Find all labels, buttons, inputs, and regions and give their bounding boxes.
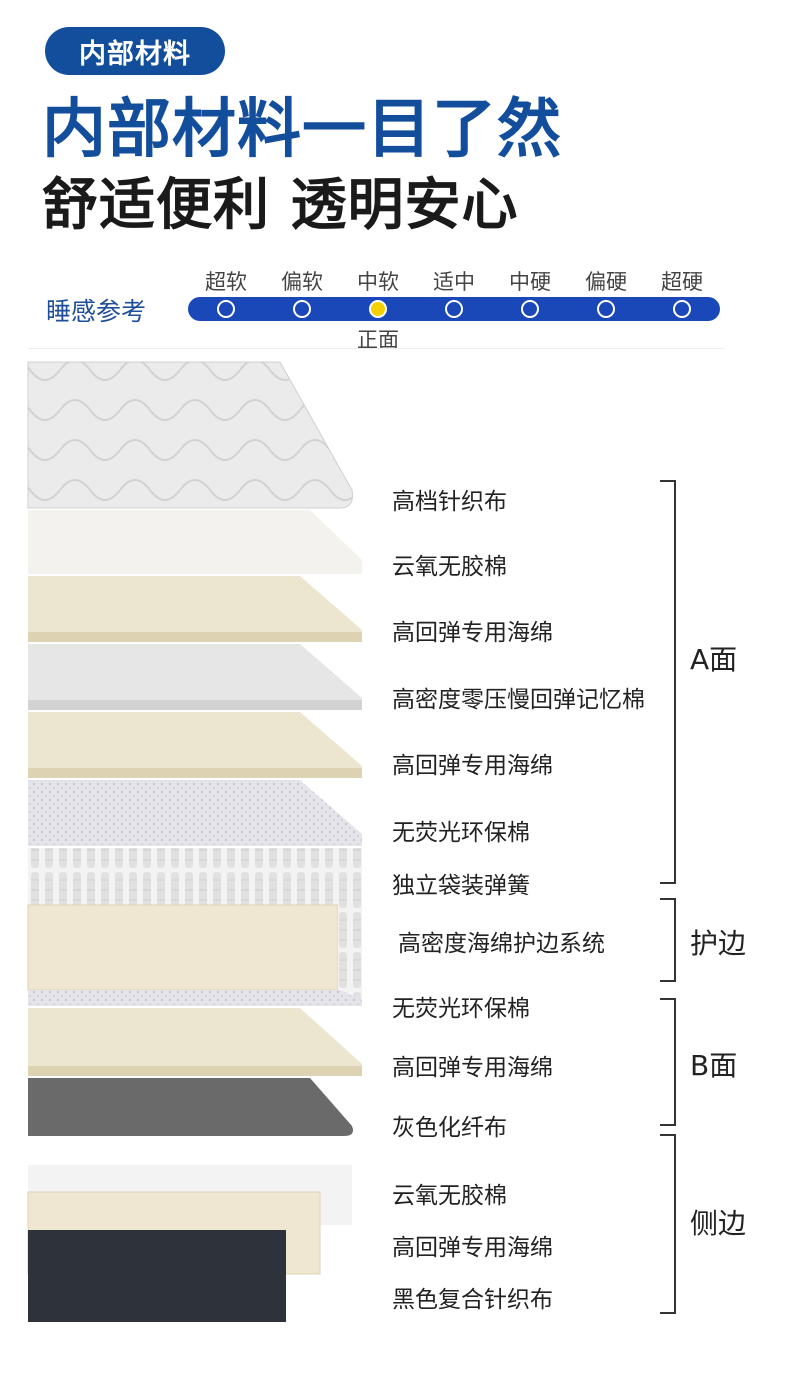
layer-hr-foam-b [28, 1008, 362, 1076]
side-black-fabric [28, 1230, 286, 1322]
level-dot [445, 300, 463, 318]
layer-eco-cotton-b [28, 990, 362, 1006]
headline: 内部材料一目了然 [42, 93, 562, 167]
bracket-side [660, 1134, 676, 1314]
group-label-a: A面 [690, 643, 738, 676]
layer-knitted-fabric [27, 361, 353, 509]
layer-label: 高档针织布 [392, 489, 507, 515]
level-dot [521, 300, 539, 318]
sleep-feel-scale-labels: 超软 偏软 中软 适中 中硬 偏硬 超硬 [188, 266, 720, 296]
layer-label: 无荧光环保棉 [392, 996, 530, 1022]
layer-label: 高密度海绵护边系统 [398, 931, 605, 957]
level-label: 偏软 [281, 270, 323, 294]
layer-label: 高回弹专用海绵 [392, 753, 553, 779]
layer-memory-foam [28, 644, 362, 710]
level-dot-selected [369, 300, 387, 318]
layer-hr-foam-2 [28, 712, 362, 778]
layer-label: 黑色复合针织布 [392, 1287, 553, 1313]
level-label: 中硬 [509, 270, 551, 294]
group-label-side: 侧边 [690, 1207, 747, 1240]
subheadline: 舒适便利 透明安心 [42, 173, 519, 238]
layer-label: 云氧无胶棉 [392, 1183, 507, 1209]
level-label: 适中 [433, 270, 475, 294]
layer-label: 云氧无胶棉 [392, 554, 507, 580]
level-dot [217, 300, 235, 318]
layer-gray-fabric [28, 1078, 353, 1136]
layer-eco-cotton [28, 780, 362, 846]
bracket-b [660, 998, 676, 1126]
layer-label: 高回弹专用海绵 [392, 620, 553, 646]
group-label-edge: 护边 [690, 927, 747, 960]
layer-label: 高密度零压慢回弹记忆棉 [392, 687, 645, 713]
level-dot [597, 300, 615, 318]
group-label-b: B面 [690, 1049, 738, 1082]
layer-label: 无荧光环保棉 [392, 820, 530, 846]
level-label: 偏硬 [585, 270, 627, 294]
level-dot [673, 300, 691, 318]
layer-label: 灰色化纤布 [392, 1115, 507, 1141]
bracket-edge [660, 898, 676, 982]
section-badge: 内部材料 [45, 27, 225, 75]
layer-label: 高回弹专用海绵 [392, 1055, 553, 1081]
sleep-feel-label: 睡感参考 [46, 297, 147, 326]
level-dot [293, 300, 311, 318]
level-label: 超软 [205, 270, 247, 294]
level-label: 中软 [357, 270, 399, 294]
mattress-layers-illustration [27, 361, 362, 1322]
layer-label: 独立袋装弹簧 [392, 873, 530, 899]
level-label: 超硬 [661, 270, 703, 294]
layer-edge-foam [27, 904, 339, 991]
layer-hr-foam [28, 576, 362, 642]
layer-label: 高回弹专用海绵 [392, 1235, 553, 1261]
divider [28, 348, 725, 349]
bracket-a [660, 480, 676, 884]
sleep-feel-scale-bar [188, 297, 720, 321]
layer-cloud-cotton [28, 510, 362, 574]
